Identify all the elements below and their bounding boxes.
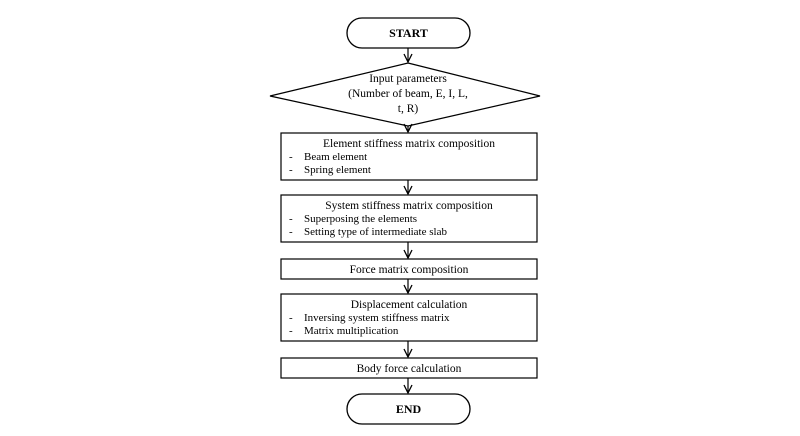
element-stiffness-shape bbox=[280, 132, 538, 181]
force-matrix-title: Force matrix composition bbox=[350, 264, 469, 276]
system-stiffness-bullet-1: - bbox=[289, 213, 293, 225]
body-force-title: Body force calculation bbox=[357, 363, 462, 375]
input-line-2: (Number of beam, E, I, L, bbox=[348, 88, 468, 100]
displacement-title: Displacement calculation bbox=[351, 299, 468, 311]
system-stiffness-shape bbox=[280, 194, 538, 243]
body-force-shape bbox=[280, 357, 538, 379]
element-stiffness-box: Element stiffness matrix composition - B… bbox=[280, 132, 538, 181]
system-stiffness-box: System stiffness matrix composition - Su… bbox=[280, 194, 538, 243]
input-line-3: t, R) bbox=[398, 103, 419, 115]
element-stiffness-item-1: Beam element bbox=[304, 151, 367, 163]
end-label: END bbox=[396, 402, 422, 416]
displacement-bullet-1: - bbox=[289, 312, 293, 324]
element-stiffness-bullet-2: - bbox=[289, 164, 293, 176]
end-terminal: END bbox=[346, 393, 471, 425]
displacement-box: Displacement calculation - Inversing sys… bbox=[280, 293, 538, 342]
body-force-box: Body force calculation bbox=[280, 357, 538, 379]
system-stiffness-item-1: Superposing the elements bbox=[304, 213, 417, 225]
element-stiffness-title: Element stiffness matrix composition bbox=[323, 138, 495, 150]
system-stiffness-bullet-2: - bbox=[289, 226, 293, 238]
element-stiffness-item-2: Spring element bbox=[304, 164, 371, 176]
start-label: START bbox=[389, 26, 428, 40]
system-stiffness-item-2: Setting type of intermediate slab bbox=[304, 226, 447, 238]
end-shape bbox=[346, 393, 471, 425]
system-stiffness-title: System stiffness matrix composition bbox=[325, 200, 493, 212]
displacement-bullet-2: - bbox=[289, 325, 293, 337]
force-matrix-box: Force matrix composition bbox=[280, 258, 538, 280]
input-line-1: Input parameters bbox=[369, 73, 447, 85]
input-parameters-node: Input parameters (Number of beam, E, I, … bbox=[269, 62, 541, 127]
displacement-shape bbox=[280, 293, 538, 342]
force-matrix-shape bbox=[280, 258, 538, 280]
element-stiffness-bullet-1: - bbox=[289, 151, 293, 163]
displacement-item-1: Inversing system stiffness matrix bbox=[304, 312, 450, 324]
start-terminal: START bbox=[346, 17, 471, 49]
displacement-item-2: Matrix multiplication bbox=[304, 325, 399, 337]
